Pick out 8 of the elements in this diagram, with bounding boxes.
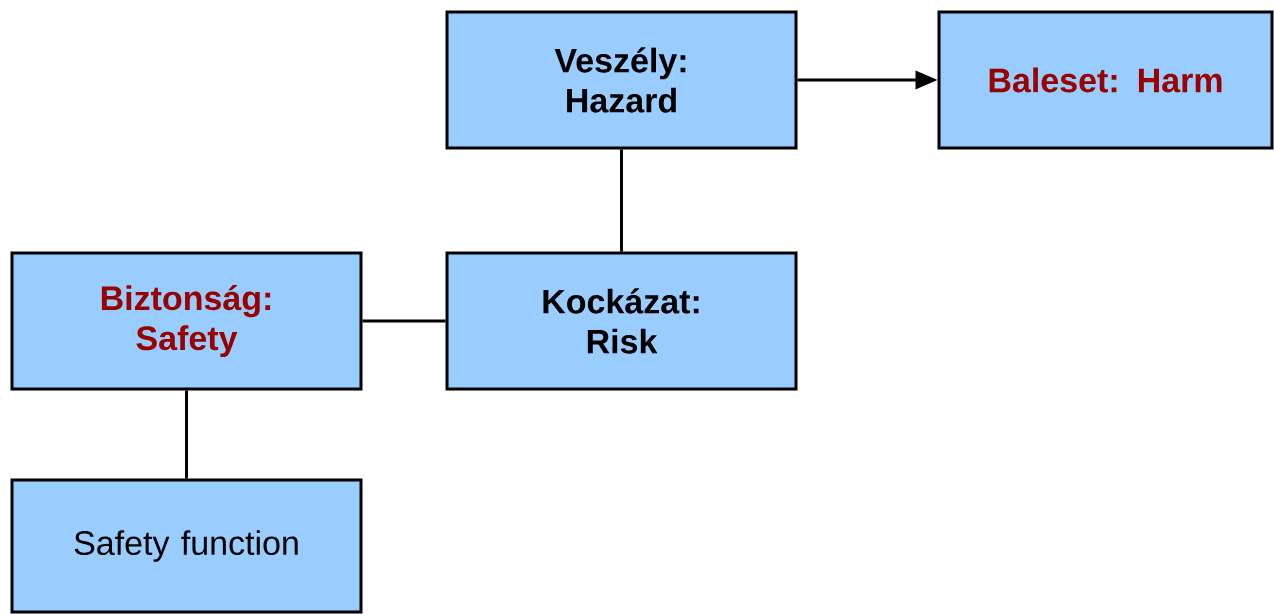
connector	[362, 319, 446, 323]
box: Kockázat: Risk	[445, 251, 798, 391]
connector	[185, 390, 188, 479]
box: Safety function	[10, 478, 363, 614]
box: Veszély: Hazard	[445, 10, 798, 150]
connector	[620, 149, 623, 252]
box: Baleset: Harm	[937, 10, 1274, 150]
box: Biztonság: Safety	[10, 251, 363, 391]
